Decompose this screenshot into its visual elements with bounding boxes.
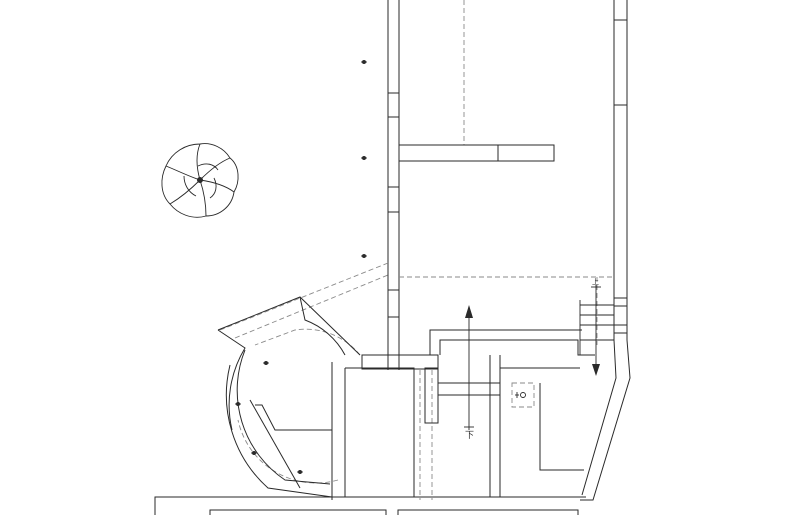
stair-up-arrow (464, 305, 474, 430)
curved-terrace (217, 296, 361, 498)
column-marker (361, 254, 367, 258)
main-walls (387, 0, 631, 501)
column-marker (297, 470, 303, 474)
hidden-lines (219, 0, 614, 500)
window-marker (387, 92, 400, 118)
window-marker (613, 324, 628, 334)
window-marker (613, 297, 628, 307)
shelf (398, 144, 555, 162)
bottom-strips (154, 496, 586, 515)
window-marker (613, 19, 628, 106)
window-marker (387, 289, 400, 318)
stair-label-lower: 下 (465, 431, 474, 441)
window-markers (387, 19, 628, 334)
column-marker (361, 156, 367, 160)
lower-block (331, 300, 614, 500)
tree-symbol (161, 143, 239, 218)
fixture-marker (515, 392, 526, 398)
stair-down-arrow (591, 285, 601, 376)
column-marker (251, 451, 257, 455)
stair-label-right: 上 (592, 277, 599, 286)
column-marker (235, 402, 241, 406)
window-marker (387, 186, 400, 213)
column-marker (361, 60, 367, 64)
column-markers (235, 60, 367, 474)
column-marker (263, 361, 269, 365)
